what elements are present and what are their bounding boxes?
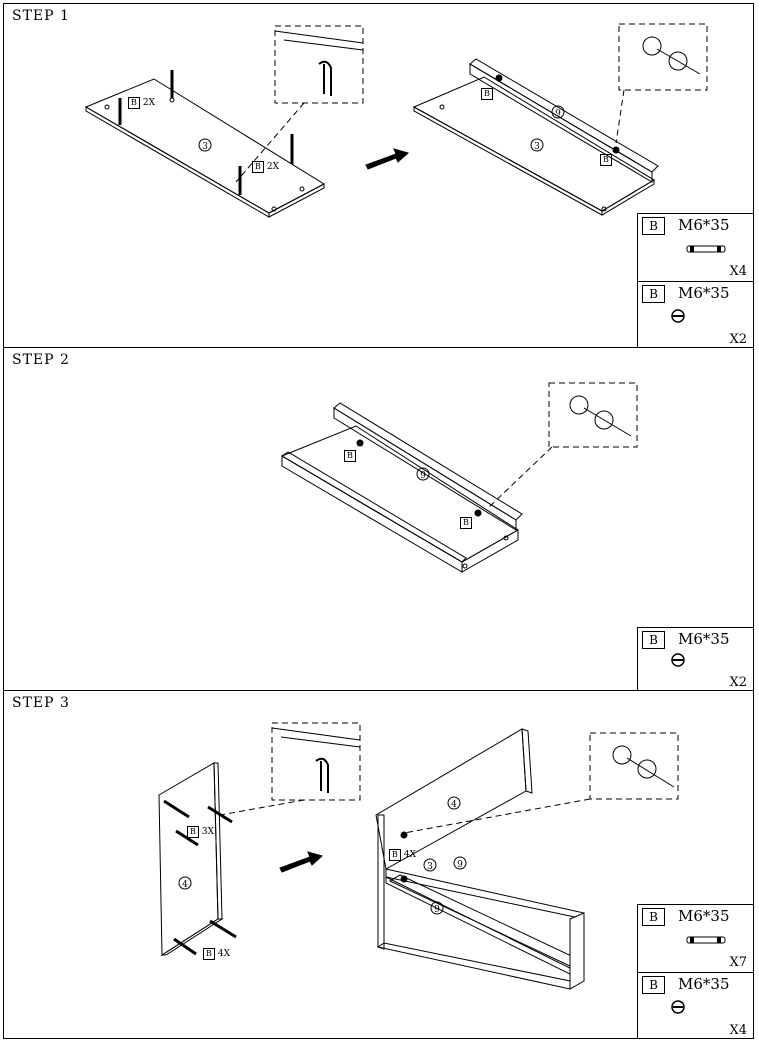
cam-bolt-icon (686, 936, 726, 944)
step-3-title: STEP 3 (12, 695, 70, 711)
hardware-code-tag: B (389, 849, 401, 861)
cam-bolt-icon (686, 245, 726, 253)
step-3-part-side-label-b: 4 (451, 800, 457, 810)
step-1-callout-c: B (481, 88, 496, 100)
step-3-hardware-bolt: B M6*35 X7 (637, 904, 753, 972)
step-3-part-board-label: 3 (427, 862, 433, 872)
hardware-code-tag: B (203, 948, 215, 960)
step-1-callout-d: B (600, 154, 615, 166)
step-2-callout-b: B (460, 517, 475, 529)
cam-lock-icon (671, 309, 685, 323)
hardware-code-tag: B (252, 161, 264, 173)
hardware-code-tag: B (187, 826, 199, 838)
hardware-code-tag: B (128, 97, 140, 109)
hardware-code-tag: B (344, 450, 356, 462)
step-1-illustration: 3 3 9 (84, 23, 708, 218)
step-2-callout-a: B (344, 450, 359, 462)
step-1-part-rail-label: 9 (555, 109, 561, 119)
step-1-hardware-cam: B M6*35 X2 (637, 281, 753, 347)
step-1-part-board-label-b: 3 (534, 142, 540, 152)
hardware-code-tag: B (460, 517, 472, 529)
step-2-title: STEP 2 (12, 352, 70, 368)
cam-lock-icon (671, 1000, 685, 1014)
step-1-hardware-bolt: B M6*35 X4 (637, 213, 753, 281)
step-3-part-rail-label-b: 9 (434, 905, 440, 915)
step-2-panel: STEP 2 9 B B (3, 347, 754, 691)
step-1-panel: STEP 1 (3, 3, 754, 348)
cam-lock-icon (671, 653, 685, 667)
step-3-part-side-label-a: 4 (182, 880, 188, 890)
step-1-part-board-label-a: 3 (202, 142, 208, 152)
step-2-illustration: 9 (280, 382, 638, 573)
hardware-code-tag: B (600, 154, 612, 166)
step-1-title: STEP 1 (12, 8, 70, 24)
step-2-hardware-cam: B M6*35 X2 (637, 627, 753, 690)
hardware-code-tag: B (481, 88, 493, 100)
step-3-part-rail-label-a: 9 (457, 860, 463, 870)
step-2-part-rail-label: 9 (420, 471, 426, 481)
step-3-hardware-cam: B M6*35 X4 (637, 972, 753, 1038)
step-3-illustration: 4 4 3 9 9 (158, 722, 679, 990)
step-3-panel: STEP 3 (3, 690, 754, 1039)
